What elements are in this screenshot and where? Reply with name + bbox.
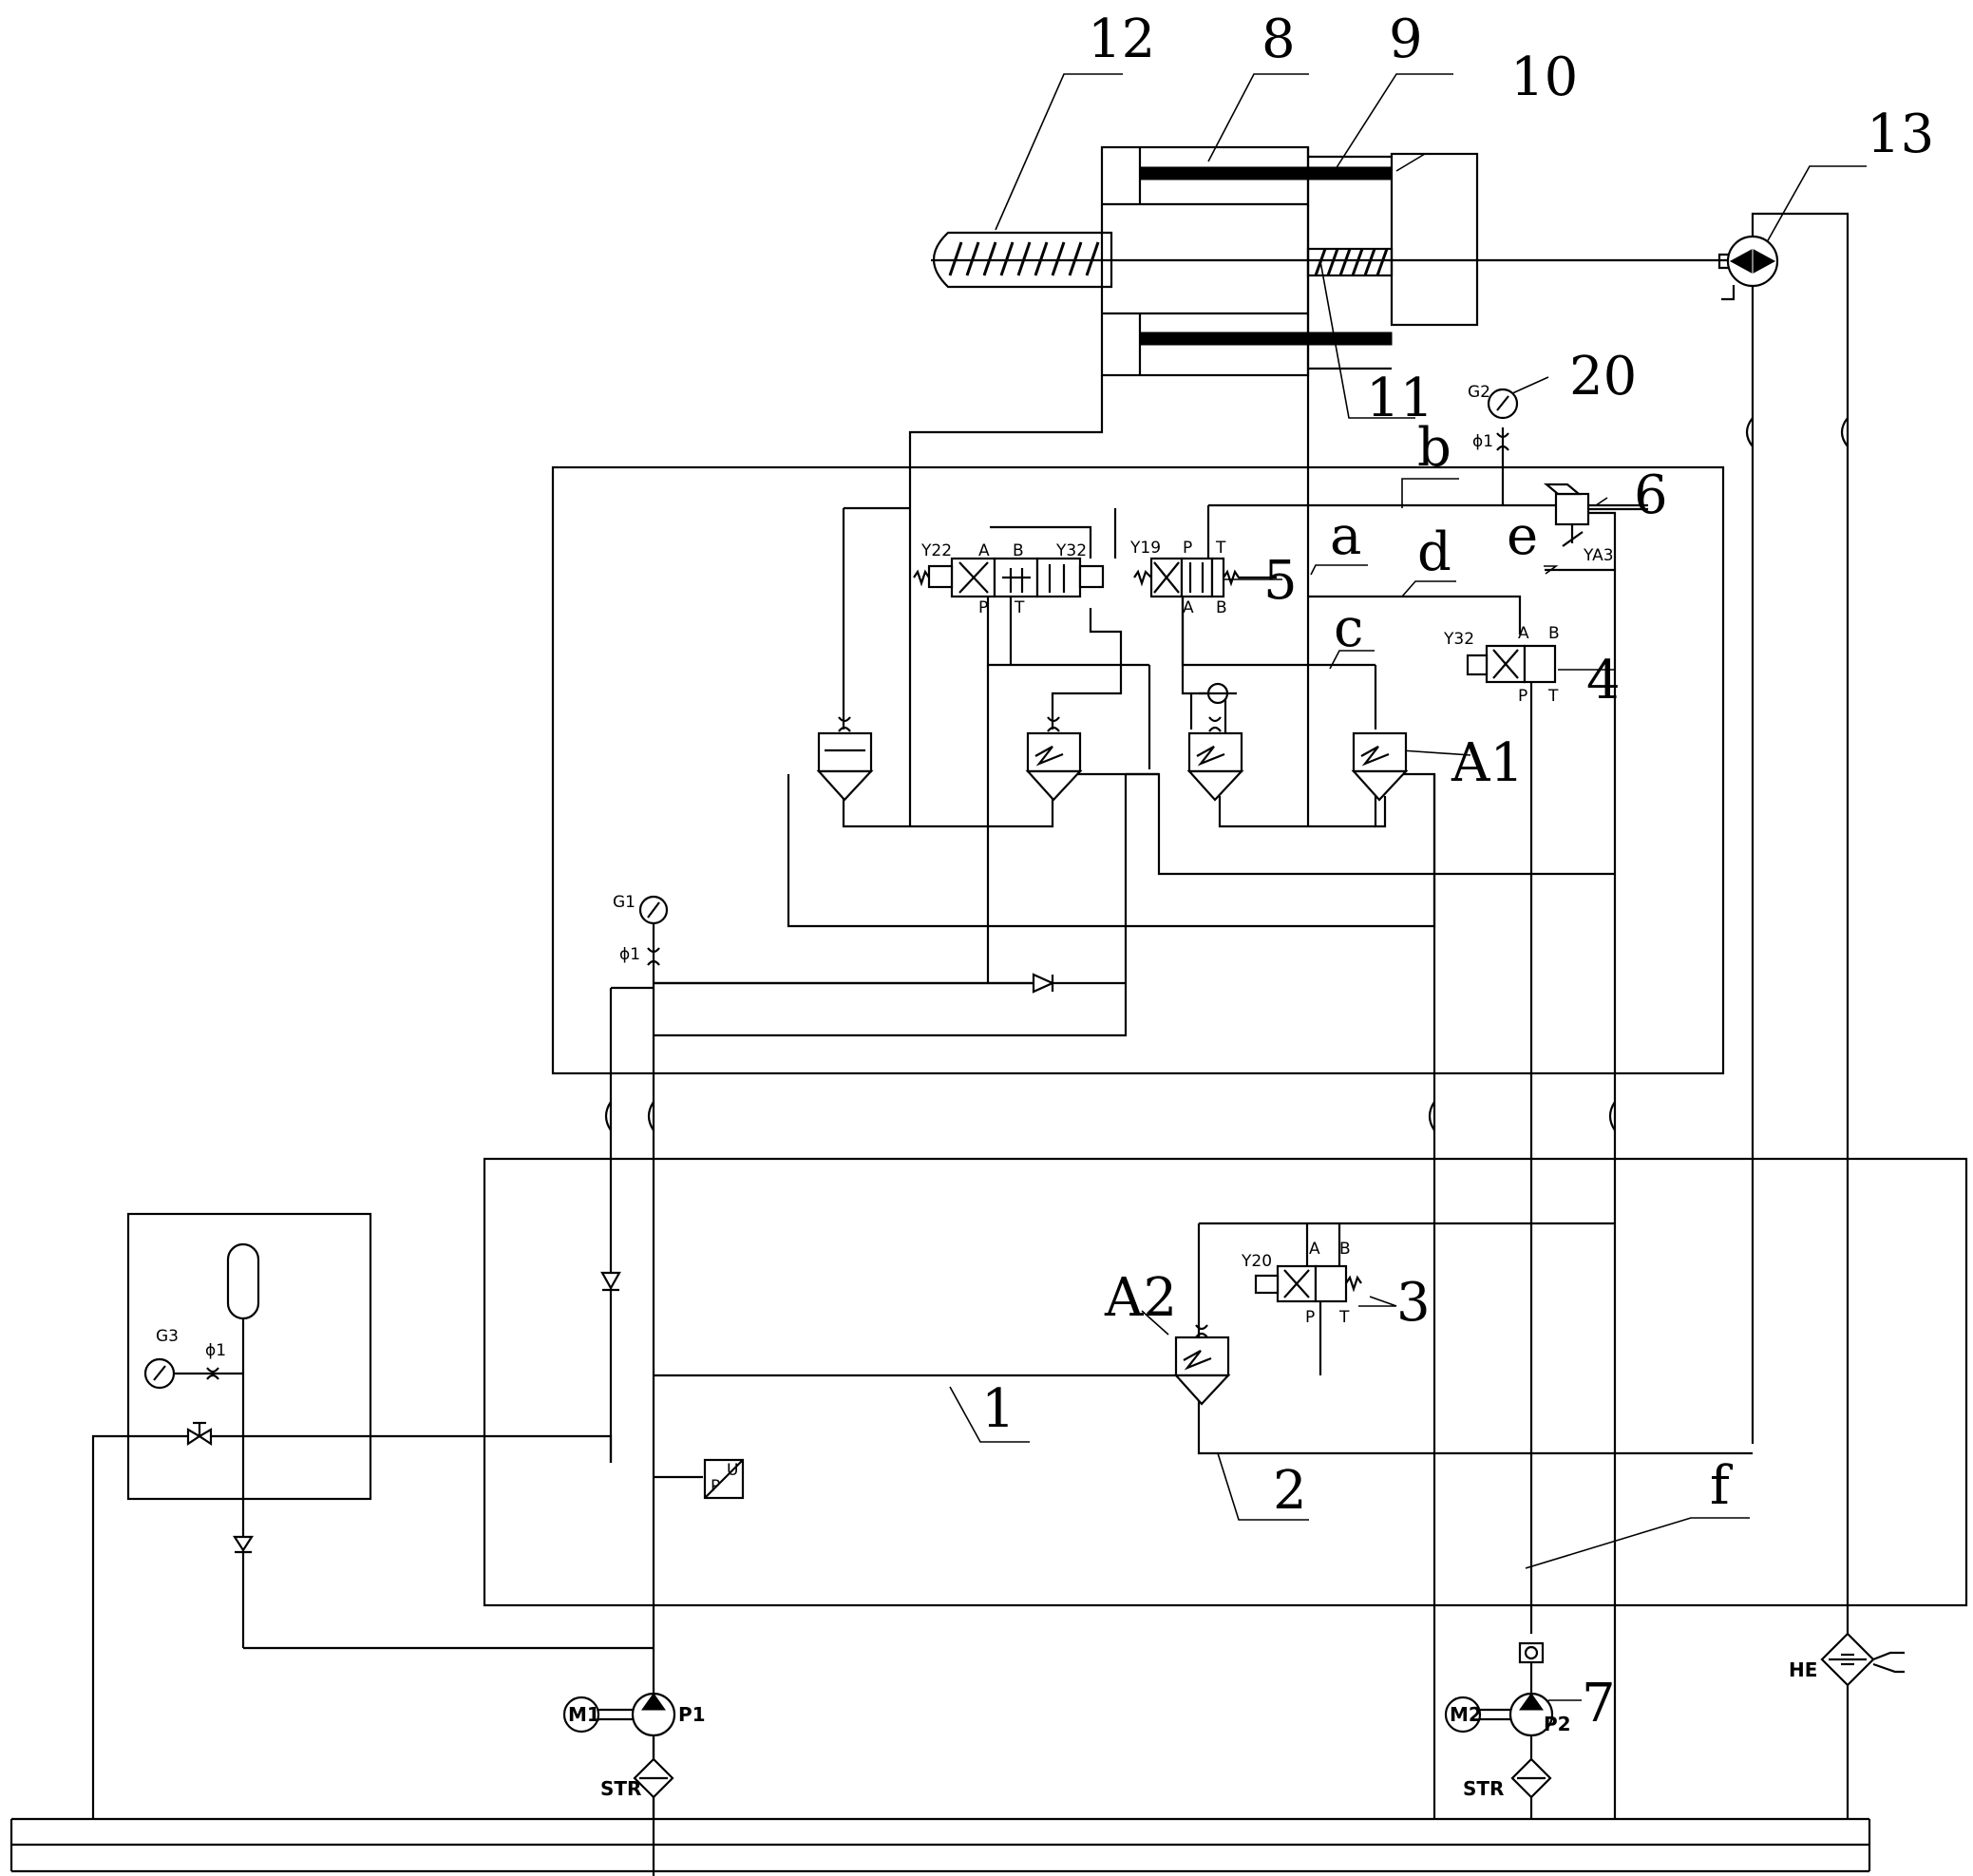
port-p-4: P (1518, 687, 1527, 706)
accumulator-group: G3 ϕ1 (93, 1244, 654, 1819)
callout-b: b (1417, 417, 1451, 479)
callout-A2: A2 (1104, 1267, 1177, 1329)
pump-p1-group: M1 P1 STR (564, 1694, 706, 1800)
callout-5: 5 (1263, 550, 1298, 612)
directional-valve-3: Y20 A B P T (1241, 1240, 1361, 1327)
port-b-5: B (1216, 598, 1227, 617)
accumulator (228, 1244, 258, 1318)
port-a-1: A (978, 541, 990, 560)
callout-1: 1 (981, 1378, 1015, 1440)
reservoir-tank (11, 1797, 1869, 1871)
g3-label: G3 (156, 1327, 179, 1346)
y20-label: Y20 (1241, 1252, 1272, 1271)
cartridge-2 (1028, 733, 1080, 800)
y19-label: Y19 (1129, 539, 1161, 558)
callout-9: 9 (1389, 9, 1423, 70)
callout-3: 3 (1396, 1272, 1431, 1334)
heat-exchanger: HE (1789, 1634, 1905, 1819)
g1-orifice-label: ϕ1 (619, 945, 640, 964)
check-valve-lower (602, 1273, 619, 1290)
y32-left-label: Y32 (1055, 541, 1087, 560)
port-p-3: P (1305, 1308, 1315, 1327)
port-t-4: T (1547, 687, 1559, 706)
callout-12: 12 (1088, 9, 1155, 70)
directional-valve-y22: Y22 Y32 A B P T (914, 541, 1103, 617)
cartridge-3 (1189, 733, 1242, 800)
shuttle-valve (1199, 684, 1237, 703)
y22-label: Y22 (920, 541, 952, 560)
callout-a: a (1330, 505, 1361, 567)
port-t-5: T (1215, 539, 1226, 558)
directional-valve-4: Y32 A B P T (1443, 624, 1560, 706)
callout-e: e (1507, 505, 1538, 567)
cartridge-a2 (1176, 1325, 1228, 1404)
hydraulic-motor-13 (1719, 214, 1848, 1634)
cartridge-1 (819, 733, 871, 800)
port-t-3: T (1338, 1308, 1350, 1327)
gauge-g2: G2 ϕ1 (1468, 383, 1517, 451)
callout-d: d (1417, 521, 1451, 583)
callout-2: 2 (1273, 1460, 1307, 1522)
pump-p2-group: M2 P2 STR (1446, 1643, 1571, 1800)
p1-label: P1 (678, 1703, 706, 1726)
port-a-5: A (1183, 598, 1194, 617)
m1-label: M1 (568, 1703, 600, 1726)
tie-rod-9-lower (1140, 332, 1392, 345)
callout-10: 10 (1510, 47, 1578, 108)
cartridge-a1 (1354, 733, 1406, 800)
callout-7: 7 (1582, 1673, 1616, 1734)
actuator-assembly (931, 147, 1729, 375)
he-label: HE (1789, 1658, 1817, 1681)
directional-valve-5: Y19 P T A B (1129, 539, 1277, 617)
g1-label: G1 (613, 893, 636, 912)
g2-label: G2 (1468, 383, 1490, 402)
port-b-3: B (1339, 1240, 1351, 1259)
port-p-1: P (978, 598, 988, 617)
port-a-3: A (1309, 1240, 1320, 1259)
tie-rod-9-upper (1140, 167, 1392, 180)
str-label-2: STR (1463, 1777, 1504, 1800)
m2-label: M2 (1450, 1703, 1482, 1726)
pu-u-label: U (727, 1461, 738, 1480)
cartridge-valves (819, 717, 1406, 800)
callout-6: 6 (1634, 464, 1668, 526)
callout-A1: A1 (1451, 732, 1524, 794)
lower-manifold-block (484, 1159, 1966, 1605)
gauge-g1: G1 ϕ1 (613, 893, 667, 983)
callout-f: f (1710, 1455, 1734, 1517)
check-valve-upper (1034, 975, 1053, 992)
pu-p-label: P (711, 1477, 720, 1496)
port-t-1: T (1014, 598, 1025, 617)
y32-right-label: Y32 (1443, 630, 1474, 649)
port-b-4: B (1548, 624, 1560, 643)
callout-13: 13 (1867, 104, 1934, 165)
pressure-transducer: P U (705, 1460, 743, 1498)
callout-8: 8 (1262, 9, 1296, 70)
port-a-4: A (1518, 624, 1529, 643)
callout-20: 20 (1569, 346, 1637, 407)
port-b-1: B (1013, 541, 1024, 560)
block-10 (1392, 154, 1477, 325)
ya3-label: YA3 (1583, 546, 1614, 565)
p2-label: P2 (1544, 1713, 1571, 1735)
g2-orifice-label: ϕ1 (1472, 432, 1493, 451)
port-p-5: P (1183, 539, 1192, 558)
str-label-1: STR (600, 1777, 641, 1800)
valve-6: YA3 (1546, 484, 1648, 565)
g3-orifice-label: ϕ1 (205, 1341, 226, 1360)
upper-piping (611, 375, 1648, 1876)
line-hops (606, 1102, 1615, 1130)
